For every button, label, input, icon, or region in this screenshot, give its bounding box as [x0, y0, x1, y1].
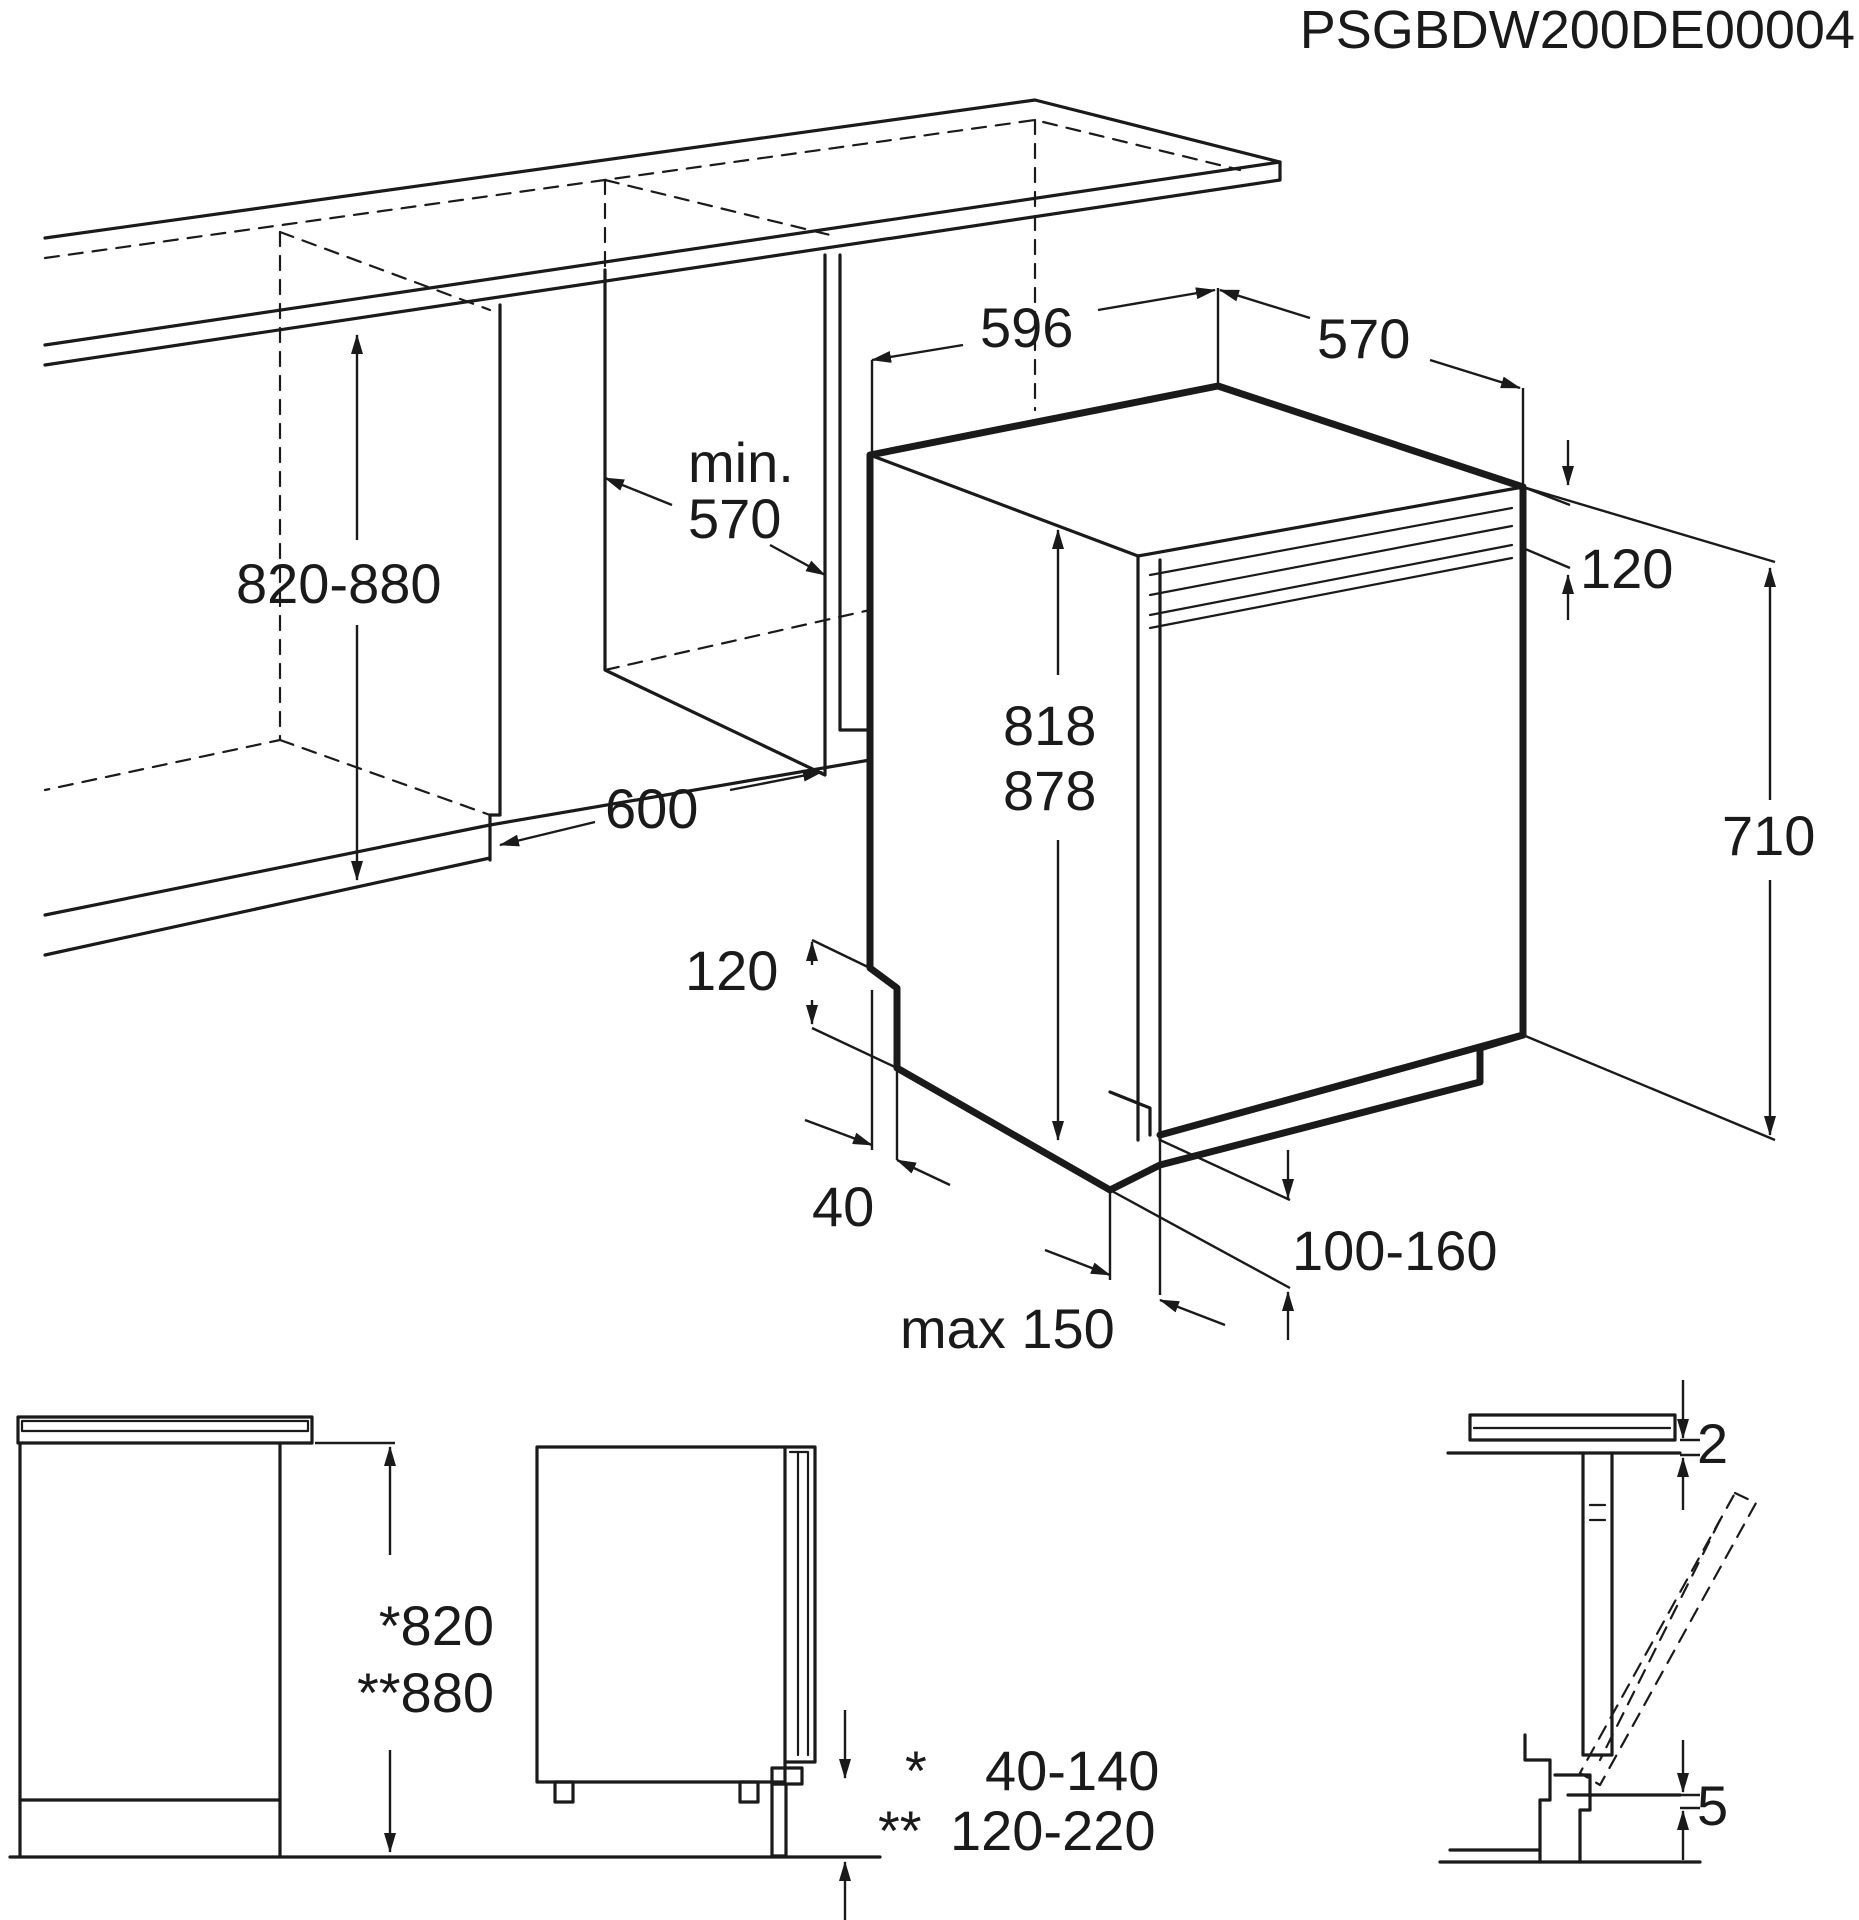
dimension-lines — [351, 287, 1776, 1340]
front-view-dishwasher — [535, 1445, 851, 1920]
label-appliance-width: 596 — [980, 296, 1073, 359]
detail-view-labels: 2 5 — [1697, 1412, 1728, 1837]
label-plinth-depth-max: max 150 — [900, 1297, 1115, 1360]
label-foot-range-2: 120-220 — [950, 1799, 1156, 1862]
detail-view-door — [1438, 1380, 1758, 1864]
front-view-labels: *820 **880 * 40-140 ** 120-220 — [357, 1594, 1159, 1862]
label-door-height: 710 — [1722, 804, 1815, 867]
label-foot-marker-1: * — [905, 1739, 927, 1802]
worktop-and-cabinets — [43, 98, 1282, 957]
label-bottom-gap: 5 — [1697, 1774, 1728, 1837]
label-foot-marker-2: ** — [878, 1799, 922, 1862]
main-view-labels: 596 570 820-880 min. 570 600 818 878 120… — [236, 296, 1815, 1360]
label-plinth-height-range: 100-160 — [1292, 1219, 1498, 1282]
label-appliance-height-878: 878 — [1003, 759, 1096, 822]
label-appliance-depth: 570 — [1317, 307, 1410, 370]
label-niche-width: 600 — [605, 777, 698, 840]
front-view-worktop — [8, 1415, 882, 1859]
label-top-gap: 2 — [1697, 1412, 1728, 1475]
label-height-880: **880 — [357, 1661, 494, 1724]
label-appliance-height-818: 818 — [1003, 694, 1096, 757]
document-code: PSGBDW200DE00004 — [1300, 0, 1855, 60]
label-niche-min-depth: 570 — [688, 487, 781, 550]
label-plinth-offset: 40 — [812, 1175, 874, 1238]
label-height-820: *820 — [379, 1594, 494, 1657]
label-plinth-recess: 120 — [685, 939, 778, 1002]
label-foot-range-1: 40-140 — [985, 1739, 1159, 1802]
dishwasher-body — [866, 382, 1527, 1194]
label-niche-height: 820-880 — [236, 552, 442, 615]
label-niche-min: min. — [688, 431, 794, 494]
label-top-panel-height: 120 — [1580, 537, 1673, 600]
